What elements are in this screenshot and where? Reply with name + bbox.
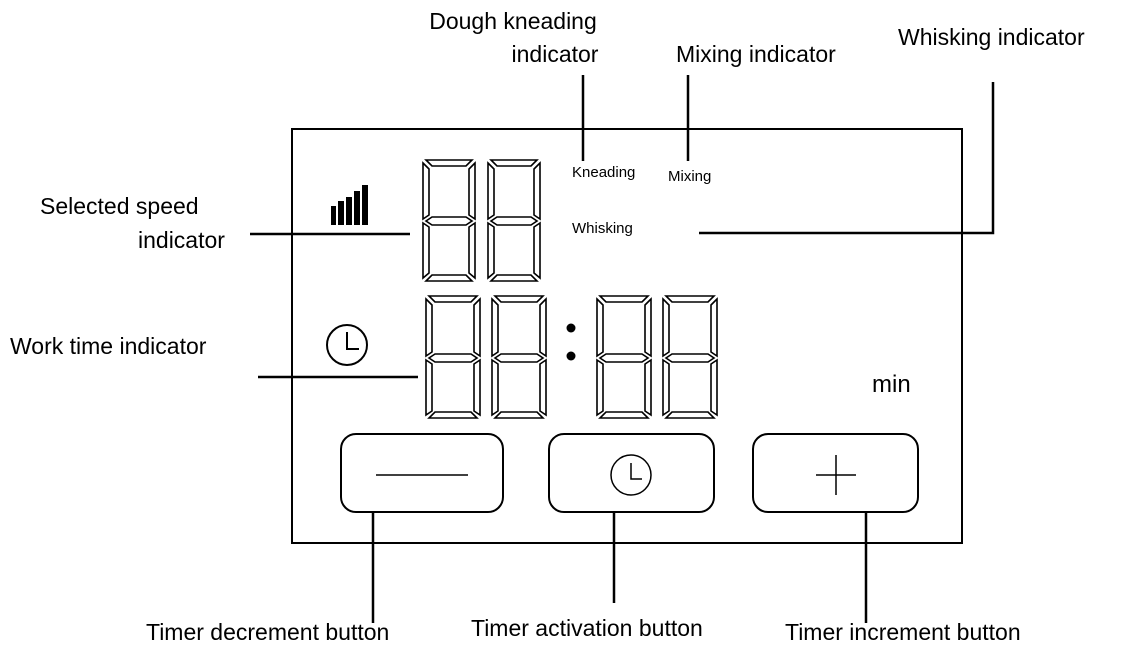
clock-icon xyxy=(610,454,652,496)
mixing-mode-label: Mixing xyxy=(668,168,712,185)
time-colon xyxy=(566,323,576,361)
kneading-callout-line2: indicator xyxy=(511,41,599,67)
signal-bars-icon xyxy=(331,185,368,225)
time-digits xyxy=(425,295,718,419)
timer-increment-button[interactable] xyxy=(752,433,919,513)
mixing-callout: Mixing indicator xyxy=(676,41,836,67)
speed-digits xyxy=(422,159,541,282)
kneading-mode-label: Kneading xyxy=(572,164,636,181)
plus-icon xyxy=(816,455,856,495)
timer-decrement-callout: Timer decrement button xyxy=(146,619,390,645)
timer-activation-button[interactable] xyxy=(548,433,715,513)
clock-icon xyxy=(326,324,368,366)
time-unit-label: min xyxy=(872,371,911,398)
whisking-callout: Whisking indicator xyxy=(898,24,1085,50)
whisking-mode-label: Whisking xyxy=(572,220,633,237)
speed-callout-line2: indicator xyxy=(138,227,225,253)
minus-icon xyxy=(376,474,468,476)
speed-callout-line1: Selected speed xyxy=(40,193,199,219)
timer-activation-callout: Timer activation button xyxy=(471,615,703,641)
timer-increment-callout: Timer increment button xyxy=(785,619,1021,645)
leader-whisking xyxy=(699,82,995,235)
work-time-callout: Work time indicator xyxy=(10,333,207,359)
display-panel-border xyxy=(291,128,963,544)
timer-decrement-button[interactable] xyxy=(340,433,504,513)
kneading-callout-line1: Dough kneading xyxy=(429,8,597,34)
